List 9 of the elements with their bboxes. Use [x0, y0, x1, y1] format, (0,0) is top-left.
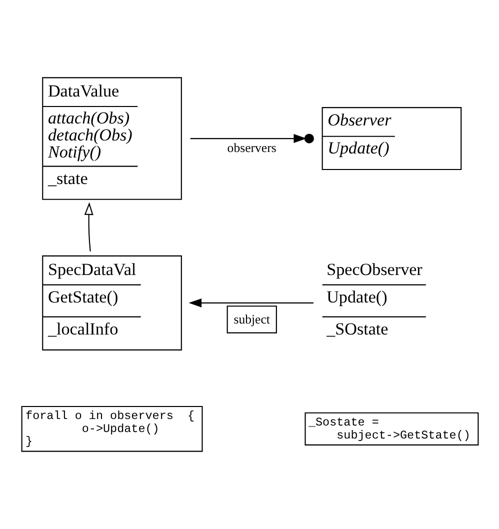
edge-label: observers — [226, 140, 276, 155]
node-label: SpecObserver — [326, 260, 422, 279]
arrow — [188, 298, 313, 308]
arrow — [84, 202, 93, 252]
arrow — [190, 134, 314, 144]
node-box: forall o in observers { o->Update() } — [20, 406, 202, 452]
node-box: _Sostate = subject->GetState() — [304, 412, 478, 446]
node-label: _SOstate — [326, 320, 388, 339]
edge-label: subject — [233, 312, 270, 326]
